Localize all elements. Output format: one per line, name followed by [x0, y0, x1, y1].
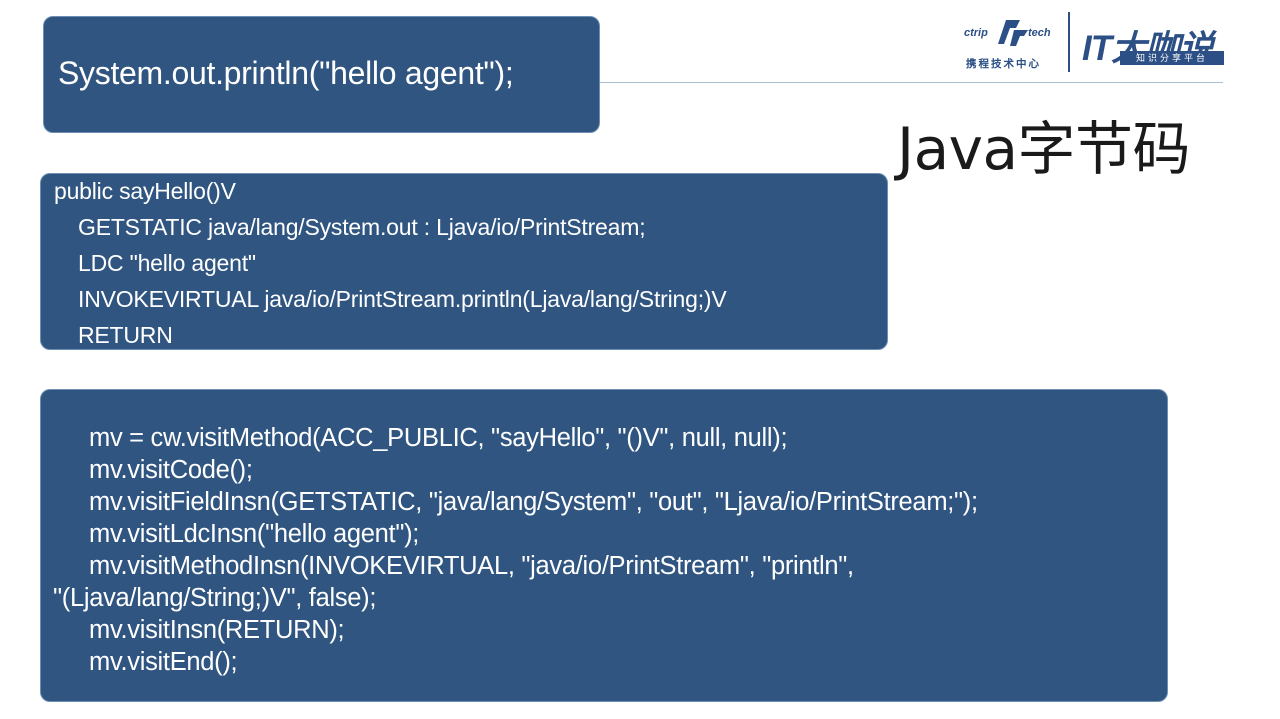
- asm-code-line: mv.visitMethodInsn(INVOKEVIRTUAL, "java/…: [89, 552, 854, 580]
- svg-text:ctrip: ctrip: [964, 27, 988, 39]
- asm-code-line: mv.visitFieldInsn(GETSTATIC, "java/lang/…: [89, 488, 978, 516]
- it-dakashuo-tagline: 知识分享平台: [1120, 51, 1224, 65]
- bytecode-line: RETURN: [78, 322, 173, 348]
- slide-title: Java字节码: [897, 115, 1191, 183]
- bytecode-line: GETSTATIC java/lang/System.out : Ljava/i…: [78, 214, 646, 240]
- bytecode-line: LDC "hello agent": [78, 250, 256, 276]
- bytecode-line: public sayHello()V: [54, 178, 236, 204]
- asm-code-line: mv.visitEnd();: [89, 648, 238, 676]
- asm-code-box: mv = cw.visitMethod(ACC_PUBLIC, "sayHell…: [40, 389, 1168, 702]
- header-rule: [600, 82, 1223, 83]
- svg-text:tech: tech: [1028, 27, 1051, 39]
- it-dakashuo-logo: IT大咖说 知识分享平台: [1082, 20, 1232, 68]
- source-code-box: System.out.println("hello agent");: [43, 16, 600, 133]
- asm-code-line: mv.visitLdcInsn("hello agent");: [89, 520, 420, 548]
- asm-code-line: mv = cw.visitMethod(ACC_PUBLIC, "sayHell…: [89, 424, 788, 452]
- asm-code-line: mv.visitInsn(RETURN);: [89, 616, 345, 644]
- ctrip-tech-wordmark-icon: ctrip tech: [964, 20, 1051, 46]
- asm-code-line: "(Ljava/lang/String;)V", false);: [53, 584, 377, 612]
- source-code-line: System.out.println("hello agent");: [58, 55, 514, 91]
- bytecode-box: public sayHello()V GETSTATIC java/lang/S…: [40, 173, 888, 350]
- ctrip-tech-logo: ctrip tech 携程技术中心: [962, 14, 1062, 70]
- asm-code-line: mv.visitCode();: [89, 456, 253, 484]
- bytecode-line: INVOKEVIRTUAL java/io/PrintStream.printl…: [78, 286, 727, 312]
- logo-divider: [1068, 12, 1070, 72]
- ctrip-subtitle: 携程技术中心: [966, 58, 1041, 70]
